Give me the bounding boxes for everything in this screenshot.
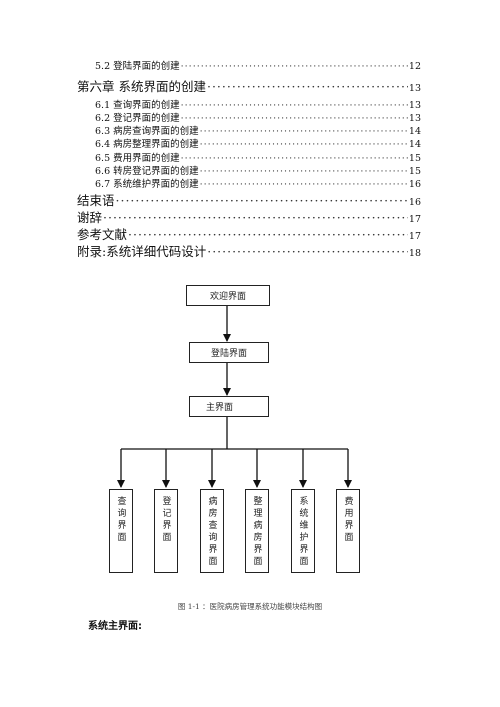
welcome-screen-box: 欢迎界面 — [186, 285, 270, 306]
toc-entry-chapter-6[interactable]: 第六章 系统界面的创建 13 — [77, 79, 421, 94]
toc-entry-page: 17 — [408, 231, 421, 242]
toc-entry-6-7[interactable]: 6.7 系统维护界面的创建 16 — [95, 180, 421, 190]
module-label: 费用界面 — [342, 496, 353, 544]
toc-entry-title: 6.3 病房查询界面的创建 — [95, 126, 199, 137]
toc-entry-6-4[interactable]: 6.4 病房整理界面的创建 14 — [95, 140, 421, 150]
toc-entry-title: 6.2 登记界面的创建 — [95, 113, 180, 124]
toc-entry-appendix[interactable]: 附录:系统详细代码设计 18 — [77, 244, 421, 259]
toc-entry-title: 第六章 系统界面的创建 — [77, 79, 206, 94]
toc-entry-5-2[interactable]: 5.2 登陆界面的创建 12 — [95, 62, 421, 72]
module-ward-query-box: 病房查询界面 — [200, 489, 224, 573]
toc-entry-page: 13 — [408, 83, 421, 94]
toc-entry-6-3[interactable]: 6.3 病房查询界面的创建 14 — [95, 127, 421, 137]
toc-entry-page: 18 — [408, 248, 421, 259]
module-fee-box: 费用界面 — [336, 489, 360, 573]
toc-entry-title: 谢辞 — [77, 210, 103, 225]
toc-entry-title: 6.4 病房整理界面的创建 — [95, 139, 199, 150]
login-screen-label: 登陆界面 — [210, 349, 247, 359]
toc-entry-page: 13 — [408, 100, 421, 111]
module-maintenance-box: 系统维护界面 — [291, 489, 315, 573]
toc-entry-6-2[interactable]: 6.2 登记界面的创建 13 — [95, 114, 421, 124]
toc-entry-6-5[interactable]: 6.5 费用界面的创建 15 — [95, 154, 421, 164]
toc-entry-references[interactable]: 参考文献 17 — [77, 227, 421, 242]
toc-entry-page: 15 — [408, 166, 421, 177]
toc-entry-title: 6.5 费用界面的创建 — [95, 153, 180, 164]
toc-entry-page: 14 — [408, 139, 421, 150]
toc-entry-page: 12 — [408, 61, 421, 72]
toc-entry-title: 6.7 系统维护界面的创建 — [95, 179, 199, 190]
toc-entry-title: 5.2 登陆界面的创建 — [95, 61, 180, 72]
module-label: 查询界面 — [115, 496, 126, 544]
toc-entry-title: 附录:系统详细代码设计 — [77, 244, 207, 259]
module-label: 病房查询界面 — [206, 496, 217, 568]
main-screen-box: 主界面 — [189, 396, 269, 417]
toc-entry-title: 结束语 — [77, 193, 115, 208]
toc-entry-page: 17 — [408, 214, 421, 225]
toc-entry-page: 16 — [408, 197, 421, 208]
toc-entry-title: 6.1 查询界面的创建 — [95, 100, 180, 111]
toc-entry-page: 13 — [408, 113, 421, 124]
toc-entry-title: 参考文献 — [77, 227, 128, 242]
module-register-box: 登记界面 — [154, 489, 178, 573]
login-screen-box: 登陆界面 — [189, 342, 269, 363]
section-heading: 系统主界面: — [88, 621, 142, 632]
figure-caption: 图 1-1 ：医院病房管理系统功能模块结构图 — [177, 602, 323, 611]
toc-entry-page: 14 — [408, 126, 421, 137]
toc-entry-title: 6.6 转房登记界面的创建 — [95, 166, 199, 177]
module-label: 整理病房界面 — [251, 496, 262, 568]
module-label: 系统维护界面 — [297, 496, 308, 568]
toc-entry-6-1[interactable]: 6.1 查询界面的创建 13 — [95, 101, 421, 111]
module-ward-arrange-box: 整理病房界面 — [245, 489, 269, 573]
welcome-screen-label: 欢迎界面 — [209, 292, 246, 302]
module-label: 登记界面 — [160, 496, 171, 544]
toc-entry-page: 16 — [408, 179, 421, 190]
toc-entry-page: 15 — [408, 153, 421, 164]
toc-entry-acknowledgements[interactable]: 谢辞 17 — [77, 210, 421, 225]
toc-entry-conclusion[interactable]: 结束语 16 — [77, 193, 421, 208]
main-screen-label: 主界面 — [206, 403, 234, 413]
module-query-box: 查询界面 — [109, 489, 133, 573]
toc-entry-6-6[interactable]: 6.6 转房登记界面的创建 15 — [95, 167, 421, 177]
